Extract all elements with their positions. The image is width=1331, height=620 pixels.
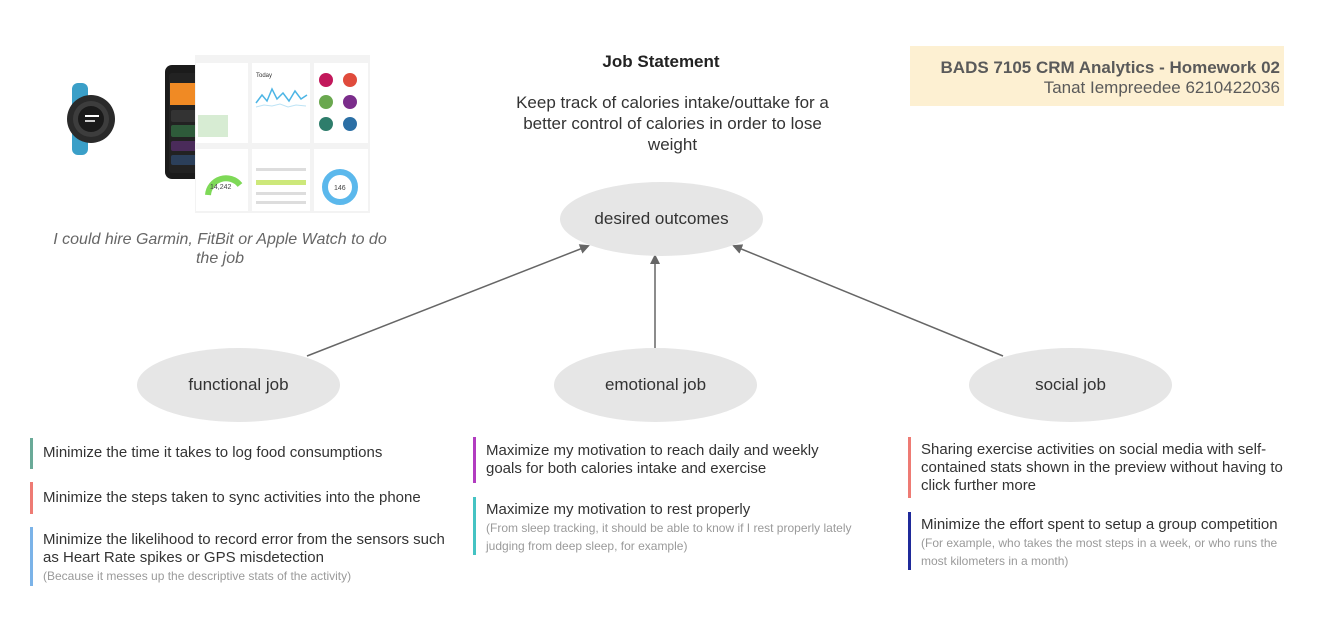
node-emotional-job-label: emotional job: [604, 375, 707, 394]
job-statement-text: Keep track of calories intake/outtake fo…: [516, 93, 829, 154]
node-functional-job: functional job: [137, 348, 340, 422]
functional-item: Minimize the steps taken to sync activit…: [30, 482, 450, 514]
node-desired-outcomes-label: desired outcomes: [594, 209, 729, 228]
social-item-note: (For example, who takes the most steps i…: [921, 536, 1278, 568]
job-statement-title: Job Statement: [602, 52, 720, 71]
author-line: Tanat Iempreedee 6210422036: [1043, 78, 1280, 97]
node-social-job: social job: [969, 348, 1172, 422]
devices-caption: I could hire Garmin, FitBit or Apple Wat…: [53, 231, 387, 267]
homework-title-box: BADS 7105 CRM Analytics - Homework 02 Ta…: [910, 46, 1284, 106]
node-functional-job-label: functional job: [188, 375, 289, 394]
course-title: BADS 7105 CRM Analytics - Homework 02: [940, 58, 1280, 77]
node-social-job-label: social job: [1035, 375, 1106, 394]
smartwatch-icon: [67, 83, 115, 155]
social-item-text: Minimize the effort spent to setup a gro…: [921, 516, 1278, 533]
node-emotional-job: emotional job: [554, 348, 757, 422]
functional-item: Minimize the likelihood to record error …: [30, 527, 450, 586]
functional-item: Minimize the time it takes to log food c…: [30, 438, 450, 469]
emotional-item-note: (From sleep tracking, it should be able …: [486, 521, 852, 553]
svg-text:146: 146: [334, 185, 346, 192]
emotional-item: Maximize my motivation to rest properly …: [473, 497, 853, 555]
functional-item-note: (Because it messes up the descriptive st…: [43, 569, 352, 583]
social-item: Sharing exercise activities on social me…: [908, 437, 1298, 498]
emotional-item-text: Maximize my motivation to rest properly: [486, 501, 751, 518]
svg-text:Today: Today: [256, 73, 272, 79]
social-item-text: Sharing exercise activities on social me…: [921, 441, 1283, 494]
functional-item-text: Minimize the time it takes to log food c…: [43, 444, 383, 461]
node-desired-outcomes: desired outcomes: [560, 182, 763, 256]
arrow-functional-to-outcomes: [306, 244, 590, 357]
arrow-social-to-outcomes: [732, 244, 1004, 357]
functional-item-text: Minimize the steps taken to sync activit…: [43, 489, 421, 506]
emotional-item-text: Maximize my motivation to reach daily an…: [486, 442, 819, 477]
social-item: Minimize the effort spent to setup a gro…: [908, 512, 1298, 570]
fitness-devices-illustration: Today 14,242 146: [67, 55, 370, 213]
dashboard-panel: Today 14,242 146: [195, 55, 370, 213]
functional-item-text: Minimize the likelihood to record error …: [43, 531, 445, 566]
svg-text:14,242: 14,242: [210, 184, 232, 191]
emotional-item: Maximize my motivation to reach daily an…: [473, 437, 853, 483]
